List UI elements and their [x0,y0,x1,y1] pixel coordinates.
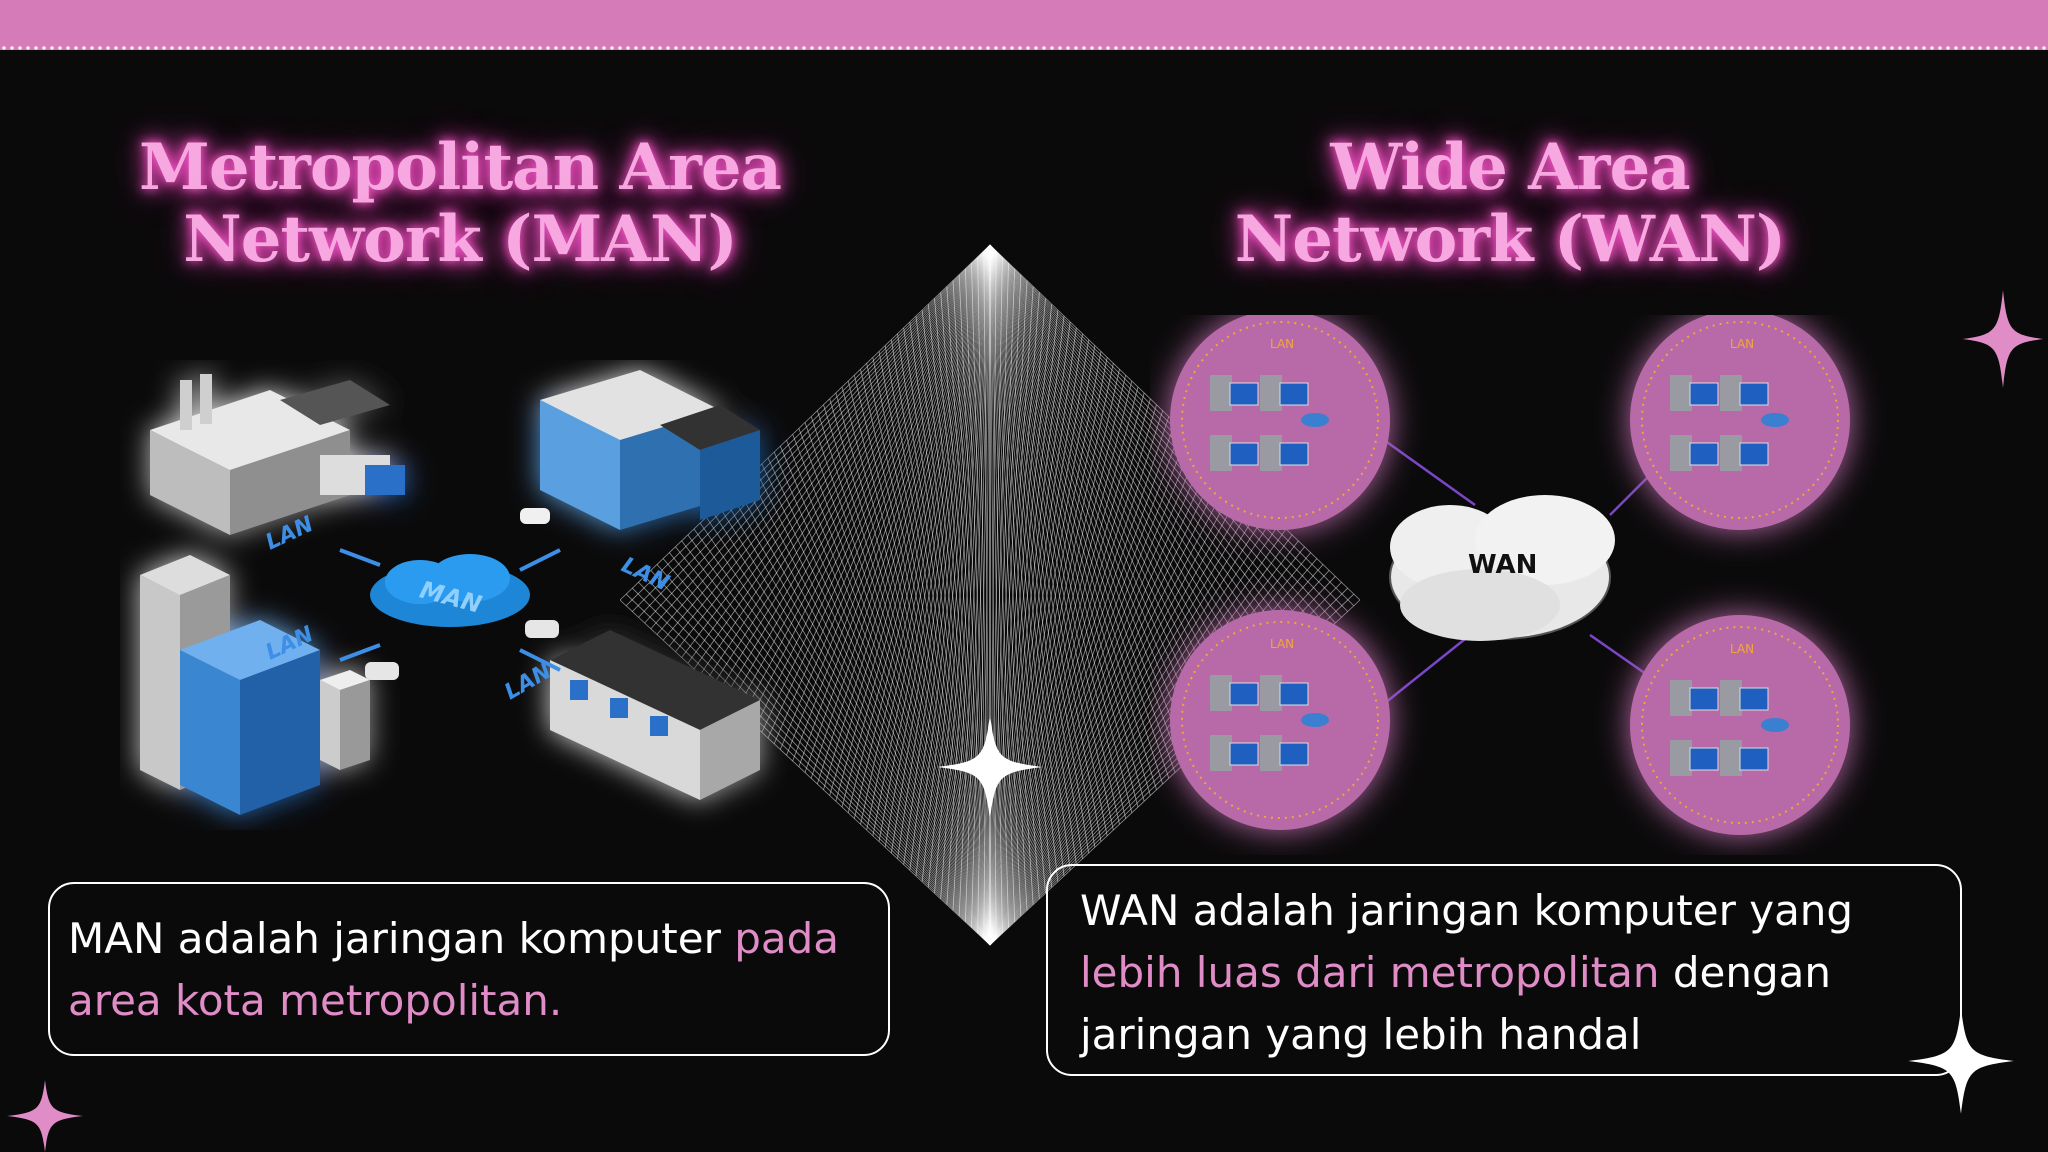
wan-title-line1: Wide Area [1330,130,1690,205]
computer-icon [1670,680,1692,716]
computer-icon [1210,435,1232,471]
skyscraper-building-icon [140,555,370,815]
man-network-illustration: LAN LAN LAN LAN MAN [140,370,760,815]
car-icon [365,508,559,680]
office-building-icon [540,370,760,530]
monitor-icon [1229,442,1259,466]
lan-label: LAN [1270,637,1294,651]
lan-label: LAN [1270,337,1294,351]
wan-description-text: WAN adalah jaringan komputer yang [1080,886,1854,935]
router-icon [1301,713,1329,727]
monitor-icon [1279,382,1309,406]
monitor-icon [1689,687,1719,711]
string-art-diamond [620,244,1360,946]
computer-icon [1670,435,1692,471]
lan-label: LAN [617,553,672,597]
man-description-text: MAN adalah jaringan komputer [68,914,735,963]
man-title-line2: Network (MAN) [183,202,737,277]
computer-icon [1260,675,1282,711]
monitor-icon [1279,682,1309,706]
computer-icon [1260,435,1282,471]
top-banner [0,0,2048,50]
computer-icon [1210,735,1232,771]
computer-icon [1260,375,1282,411]
lan-label: LAN [1730,642,1754,656]
wan-title-line2: Network (WAN) [1234,202,1786,277]
wan-title: Wide Area Network (WAN) [1150,132,1870,276]
wan-cloud-label: WAN [1468,550,1537,580]
computer-icon [1720,740,1742,776]
sparkle-icon [1962,290,2044,388]
monitor-icon [1739,687,1769,711]
router-icon [1761,718,1789,732]
router-icon [1761,413,1789,427]
lan-label: LAN [1730,337,1754,351]
monitor-icon [1229,382,1259,406]
sparkle-icon [937,714,1043,820]
man-cloud-icon: MAN [370,554,530,627]
computer-icon [1670,740,1692,776]
monitor-icon [1689,382,1719,406]
wan-description-box: WAN adalah jaringan komputer yang lebih … [1046,864,1962,1076]
wan-network-illustration: LAN LAN LAN LAN WAN [1170,315,1850,835]
monitor-icon [1279,442,1309,466]
houses-building-icon [550,630,760,800]
man-title-line1: Metropolitan Area [139,130,782,205]
sparkle-icon [7,1080,83,1152]
router-icon [1301,413,1329,427]
dotted-border [0,46,2048,50]
monitor-icon [1229,742,1259,766]
man-title: Metropolitan Area Network (MAN) [110,132,810,276]
computer-icon [1720,680,1742,716]
computer-icon [1670,375,1692,411]
wan-description-text-end: dengan jaringan yang lebih handal [1080,948,1832,1059]
monitor-icon [1689,442,1719,466]
monitor-icon [1229,682,1259,706]
lan-group: LAN [1630,615,1850,835]
computer-icon [1260,735,1282,771]
wan-cloud-icon: WAN [1389,495,1615,641]
sparkle-icon [1908,1008,2014,1114]
computer-icon [1720,435,1742,471]
monitor-icon [1739,382,1769,406]
lan-group: LAN [1630,315,1850,530]
lan-group: LAN [1170,315,1390,530]
monitor-icon [1739,442,1769,466]
man-description-box: MAN adalah jaringan komputer pada area k… [48,882,890,1056]
wan-description-highlight: lebih luas dari metropolitan [1080,948,1660,997]
monitor-icon [1279,742,1309,766]
monitor-icon [1739,747,1769,771]
computer-icon [1210,675,1232,711]
computer-icon [1720,375,1742,411]
monitor-icon [1689,747,1719,771]
lan-group: LAN [1170,610,1390,830]
man-description-highlight: pada area kota metropolitan. [68,914,840,1025]
computer-icon [1210,375,1232,411]
factory-building-icon [150,374,405,535]
